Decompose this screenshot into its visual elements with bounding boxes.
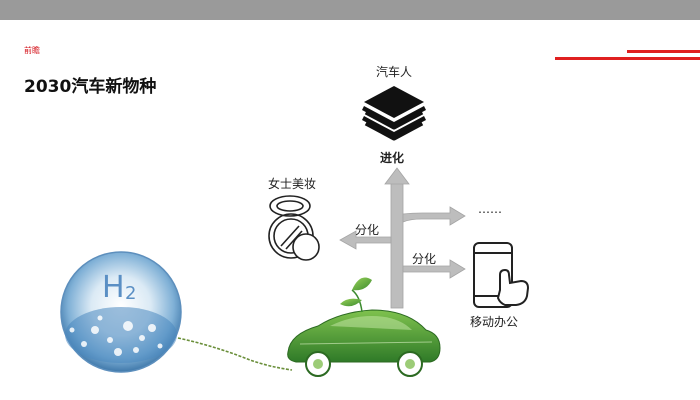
ellipsis-text: …… [478,202,502,216]
page-title: 2030汽车新物种 [24,77,157,97]
mobile-phone-icon [473,242,530,308]
section-label: 前瞻 [24,46,40,55]
accent-line-short [627,50,700,53]
label-evolve: 进化 [380,151,405,165]
label-mobile-office: 移动办公 [470,315,519,329]
hydrogen-sphere: H 2 [60,251,182,373]
label-branch-right: 分化 [412,252,437,266]
accent-line-long [555,57,700,60]
branch-arrows [339,167,466,309]
top-bar [0,0,700,20]
layers-icon-lines [364,109,424,141]
h2-symbol: H [102,270,125,305]
label-car-human: 汽车人 [376,65,413,79]
makeup-compact-icon [268,195,320,261]
label-branch-left: 分化 [355,223,380,237]
h2-subscript: 2 [125,283,136,304]
leaf-car-image [287,277,441,377]
vine-line [177,337,293,371]
label-ladies-makeup: 女士美妆 [268,177,317,191]
